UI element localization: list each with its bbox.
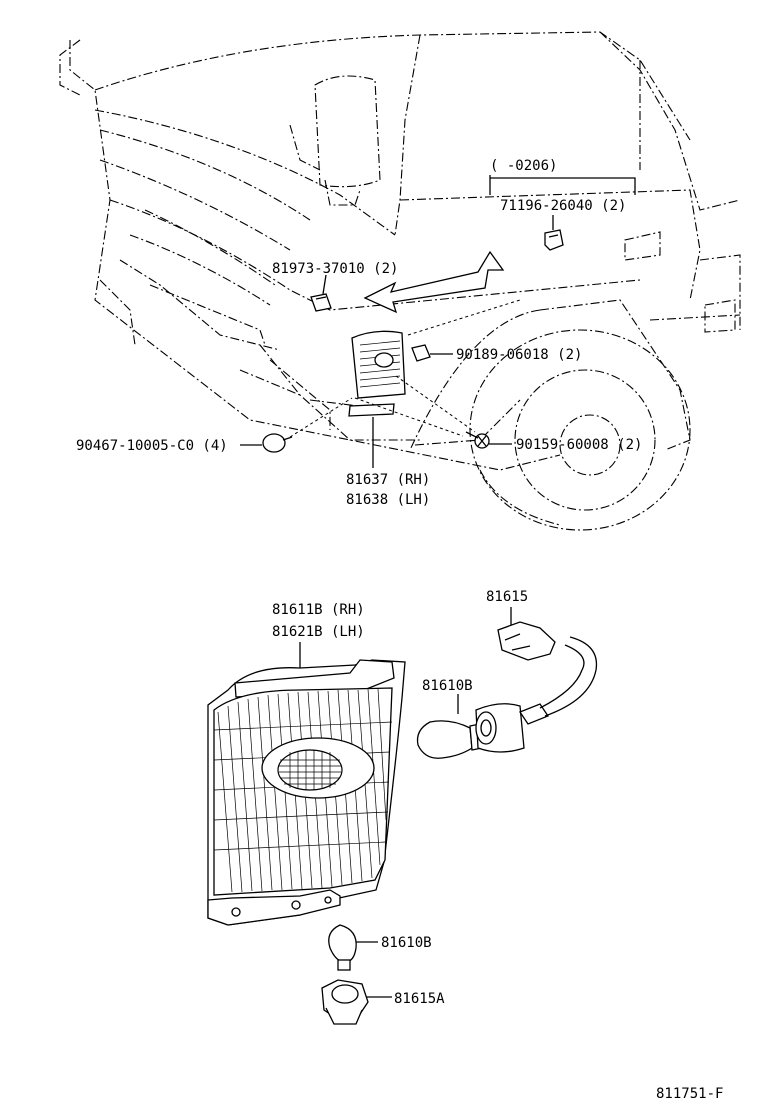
alignment-lines xyxy=(289,299,521,438)
label-90159: 90159-60008 (2) xyxy=(516,437,642,453)
label-81610b-upper: 81610B xyxy=(422,678,473,694)
label-81621: 81621B (LH) xyxy=(272,624,365,640)
rivet-90467 xyxy=(262,433,293,453)
reflector-grid xyxy=(279,750,341,790)
label-90467: 90467-10005-C0 (4) xyxy=(76,438,228,454)
label-71196: 71196-26040 (2) xyxy=(500,198,626,214)
label-81615: 81615 xyxy=(486,589,528,605)
clip-71196 xyxy=(544,229,564,251)
drawing-number: 811751-F xyxy=(656,1086,723,1102)
screw-90159 xyxy=(465,431,490,449)
label-81638: 81638 (LH) xyxy=(346,492,430,508)
label-81973: 81973-37010 (2) xyxy=(272,261,398,277)
label-81637: 81637 (RH) xyxy=(346,472,430,488)
label-90189: 90189-06018 (2) xyxy=(456,347,582,363)
labels: ( -0206) 71196-26040 (2) 81973-37010 (2)… xyxy=(76,158,723,1102)
leader-lines xyxy=(240,175,636,998)
nut-90189 xyxy=(411,344,431,362)
label-81610b-lower: 81610B xyxy=(381,935,432,951)
label-range: ( -0206) xyxy=(490,158,557,174)
socket-81615a xyxy=(321,979,369,1025)
socket-81615 xyxy=(475,621,598,753)
clip-81973 xyxy=(310,293,332,312)
bulb-81610b-upper xyxy=(416,720,483,759)
turn-lamp-assembly-81611 xyxy=(207,659,406,926)
direction-arrow xyxy=(363,250,505,314)
bulb-81610b-lower xyxy=(328,924,357,971)
turn-lamp-small xyxy=(351,330,406,399)
gasket-81637 xyxy=(348,403,395,417)
truck-cab-outline xyxy=(59,31,741,531)
label-81615a: 81615A xyxy=(394,991,445,1007)
label-81611: 81611B (RH) xyxy=(272,602,365,618)
